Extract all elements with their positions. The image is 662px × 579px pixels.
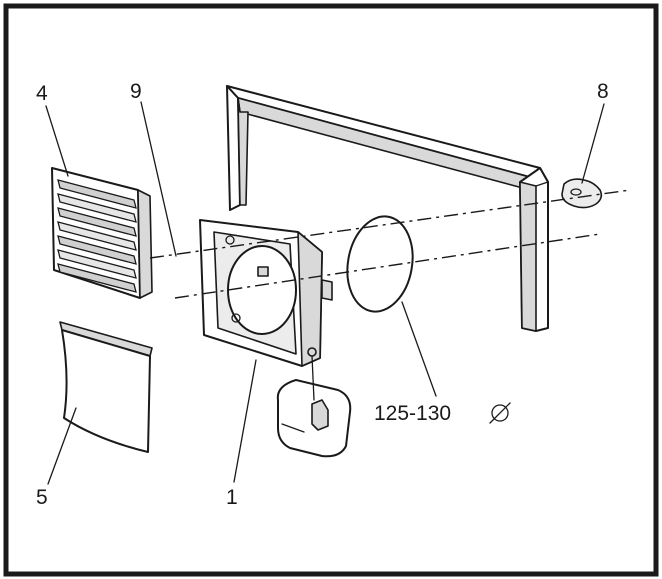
louvre-slat: [57, 235, 137, 265]
fan-housing: [199, 219, 333, 367]
louvre-grille: [51, 167, 153, 299]
callout-diameter: 125-130: [374, 402, 451, 425]
louvre-slat: [57, 207, 137, 237]
callout-9: 9: [130, 80, 142, 103]
louvre-slat: [57, 193, 137, 223]
center-lines: [149, 189, 631, 299]
callout-8: 8: [597, 80, 609, 103]
callout-4: 4: [36, 82, 48, 105]
duct-opening: [346, 215, 414, 313]
leader-lines: [45, 101, 605, 485]
callout-1: 1: [226, 486, 238, 509]
louvre-slat: [57, 179, 137, 209]
diagram-border: [3, 3, 659, 577]
callout-5: 5: [36, 486, 48, 509]
mounting-bracket: [226, 85, 549, 332]
louvre-slat: [57, 263, 137, 293]
detail-inset: [276, 355, 352, 458]
louvre-slat: [57, 249, 137, 279]
shutter-panel: [59, 321, 153, 453]
louvre-slat: [57, 221, 137, 251]
diameter-symbol-icon: [489, 402, 511, 424]
